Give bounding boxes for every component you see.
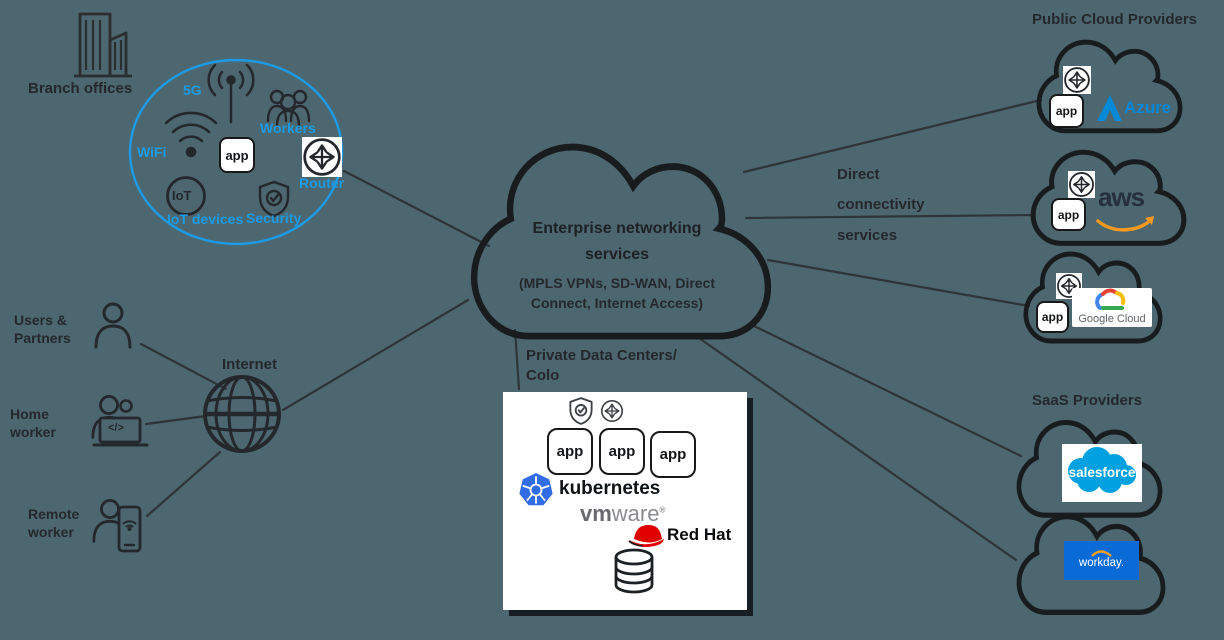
connector-cloud-to-datacenter	[513, 328, 521, 391]
users-partners-icon	[94, 302, 132, 349]
enterprise-subtitle-line2: Connect, Internet Access)	[530, 295, 704, 311]
label-users-line1: Users &	[14, 312, 67, 328]
azure-app-label: app	[1055, 104, 1078, 118]
label-branch-offices: Branch offices	[28, 80, 133, 97]
label-datacenter-line1: Private Data Centers/	[526, 347, 677, 364]
aws-app-box: app	[1051, 198, 1086, 231]
label-remote-line2: worker	[28, 524, 74, 540]
internet-globe-icon	[203, 375, 281, 453]
enterprise-title-line1: Enterprise networking	[532, 220, 702, 237]
connector-users-to-internet	[139, 342, 228, 391]
vmware-ware-text: ware	[611, 501, 660, 526]
datacenter-app-box-1: app	[547, 428, 593, 475]
redhat-logo-text: Red Hat	[667, 525, 732, 544]
connector-cloud-to-aws	[744, 213, 1036, 220]
label-internet: Internet	[222, 356, 278, 373]
kubernetes-logo-text: kubernetes	[559, 478, 661, 499]
label-wifi: WiFi	[137, 144, 167, 160]
datacenter-app-label-1: app	[556, 443, 584, 460]
azure-logo-icon	[1097, 95, 1122, 121]
vmware-reg-mark: ®	[659, 505, 666, 515]
vmware-vm-text: vm	[580, 501, 612, 526]
workday-logo-text: workday.	[1078, 557, 1125, 569]
aws-app-label: app	[1057, 207, 1080, 222]
connector-home-to-internet	[144, 414, 208, 426]
connector-internet-to-cloud	[281, 298, 470, 412]
home-worker-icon	[91, 395, 149, 447]
heading-public-cloud: Public Cloud Providers	[1032, 11, 1198, 28]
datacenter-app-label-2: app	[608, 443, 636, 460]
branch-router-icon	[302, 137, 342, 177]
aws-router-icon	[1068, 171, 1095, 198]
datacenter-app-box-2: app	[599, 428, 645, 475]
label-5g: 5G	[183, 82, 202, 98]
connector-cloud-to-azure	[742, 98, 1043, 174]
laptop-code-glyph: </>	[108, 422, 124, 434]
datacenter-app-box-3: app	[650, 431, 696, 478]
label-direct: Direct	[837, 166, 880, 183]
building-icon	[74, 12, 132, 78]
label-users-line2: Partners	[14, 330, 71, 346]
label-connectivity: connectivity	[837, 196, 925, 213]
google-cloud-logo-text: Google Cloud	[1078, 313, 1146, 325]
label-security: Security	[246, 210, 302, 226]
azure-app-box: app	[1049, 94, 1084, 128]
branch-app-label: app	[225, 147, 249, 163]
iot-glyph-text: IoT	[172, 188, 192, 203]
google-app-box: app	[1036, 301, 1069, 333]
connector-cloud-to-salesforce	[750, 323, 1023, 458]
aws-smile-icon	[1096, 216, 1154, 232]
label-workers: Workers	[260, 120, 316, 136]
enterprise-subtitle-line1: (MPLS VPNs, SD-WAN, Direct	[518, 275, 716, 291]
datacenter-app-label-3: app	[659, 446, 687, 463]
label-iot-devices: IoT devices	[167, 211, 244, 227]
remote-worker-icon	[92, 499, 142, 553]
label-home-line2: worker	[10, 424, 56, 440]
salesforce-logo-text: salesforce	[1068, 465, 1136, 480]
vmware-logo-text: vmware®	[580, 501, 665, 526]
label-home-line1: Home	[10, 406, 49, 422]
aws-logo-text: aws	[1098, 182, 1145, 212]
azure-router-icon	[1063, 66, 1091, 94]
heading-saas: SaaS Providers	[1032, 392, 1143, 409]
5g-antenna-icon	[207, 63, 255, 124]
label-services: services	[837, 227, 898, 244]
enterprise-title-line2: services	[584, 246, 650, 263]
branch-app-box: app	[219, 137, 255, 173]
connector-remote-to-internet	[145, 450, 222, 518]
connector-cloud-to-google	[766, 258, 1031, 308]
azure-logo-text: Azure	[1124, 98, 1172, 117]
label-datacenter-line2: Colo	[526, 367, 560, 384]
google-app-label: app	[1041, 310, 1064, 324]
wifi-icon	[164, 111, 218, 158]
label-router: Router	[299, 175, 345, 191]
label-remote-line1: Remote	[28, 506, 80, 522]
